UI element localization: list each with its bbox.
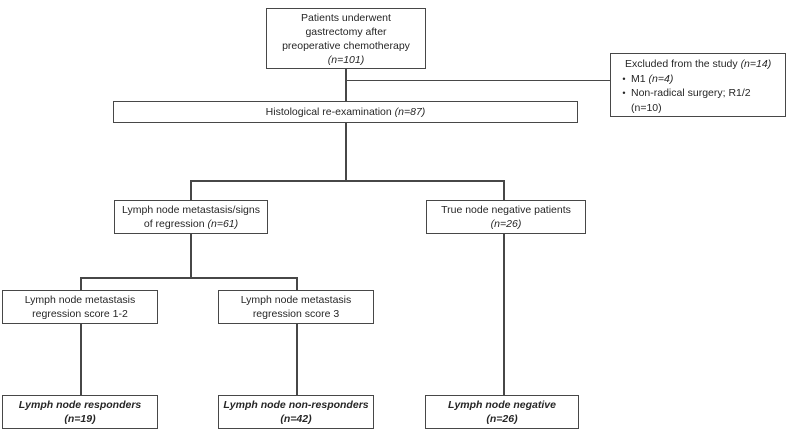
box-text: Lymph node responders — [18, 399, 142, 411]
box-text: Lymph node negative — [448, 399, 556, 411]
box-text: Lymph node metastasis — [24, 294, 136, 306]
box-patients-gastrectomy: Patients underwent gastrectomy after pre… — [266, 8, 426, 69]
box-text: of regression (n=61) — [143, 218, 239, 230]
bullet-icon: • — [622, 88, 626, 98]
box-regression-score-1-2: Lymph node metastasis regression score 1… — [2, 290, 158, 324]
box-true-node-negative: True node negative patients (n=26) — [426, 200, 586, 234]
box-text: Lymph node non-responders — [223, 399, 369, 411]
connector-score12-to-responders — [80, 323, 82, 396]
box-count: (n=26) — [486, 413, 518, 425]
box-regression-score-3: Lymph node metastasis regression score 3 — [218, 290, 374, 324]
box-text: Lymph node metastasis — [240, 294, 352, 306]
box-excluded-from-study: Excluded from the study (n=14) • M1 (n=4… — [610, 53, 786, 117]
box-count: (n=101) — [327, 53, 365, 66]
connector-histology-down — [345, 122, 347, 181]
connector-split-row4-left-stub — [80, 277, 82, 291]
bullet-text: M1 (n=4) — [631, 72, 674, 85]
box-lymph-node-responders: Lymph node responders (n=19) — [2, 395, 158, 429]
bullet-text: Non-radical surgery; R1/2 (n=10) — [631, 87, 751, 114]
box-text: preoperative chemotherapy — [282, 39, 410, 52]
excluded-bullet-m1: • M1 (n=4) — [617, 72, 781, 87]
excluded-title-text: Excluded from the study — [625, 58, 741, 70]
box-count: (n=19) — [64, 413, 96, 425]
connector-top-to-histology-upper — [345, 68, 347, 102]
box-count: (n=42) — [280, 413, 312, 425]
box-count: (n=26) — [490, 218, 522, 230]
box-text: Lymph node metastasis/signs — [122, 204, 260, 216]
connector-metastasis-down — [190, 233, 192, 278]
bullet-icon: • — [622, 73, 626, 84]
box-text: regression score 3 — [252, 308, 340, 320]
box-lymph-node-metastasis-signs: Lymph node metastasis/signs of regressio… — [114, 200, 268, 234]
box-text: regression score 1-2 — [32, 308, 128, 320]
connector-split-row3-horizontal — [190, 180, 505, 182]
excluded-title-count: (n=14) — [740, 58, 772, 70]
connector-split-row3-left-stub — [190, 180, 192, 201]
connector-split-row4-horizontal — [80, 277, 298, 279]
box-lymph-node-non-responders: Lymph node non-responders (n=42) — [218, 395, 374, 429]
connector-truenegative-to-negative — [503, 233, 505, 396]
box-lymph-node-negative: Lymph node negative (n=26) — [425, 395, 579, 429]
connector-split-row4-right-stub — [296, 277, 298, 291]
box-text: True node negative patients — [441, 204, 571, 216]
box-text: Histological re-examination (n=87) — [265, 106, 426, 118]
excluded-bullet-nonradical: • Non-radical surgery; R1/2 (n=10) — [617, 86, 781, 115]
box-text: gastrectomy after — [305, 25, 387, 38]
connector-split-row3-right-stub — [503, 180, 505, 201]
excluded-title: Excluded from the study (n=14) — [617, 57, 781, 72]
connector-score3-to-nonresponders — [296, 323, 298, 396]
box-text: Patients underwent — [301, 11, 391, 24]
connector-branch-to-excluded — [346, 79, 611, 81]
box-histological-reexamination: Histological re-examination (n=87) — [113, 101, 578, 123]
